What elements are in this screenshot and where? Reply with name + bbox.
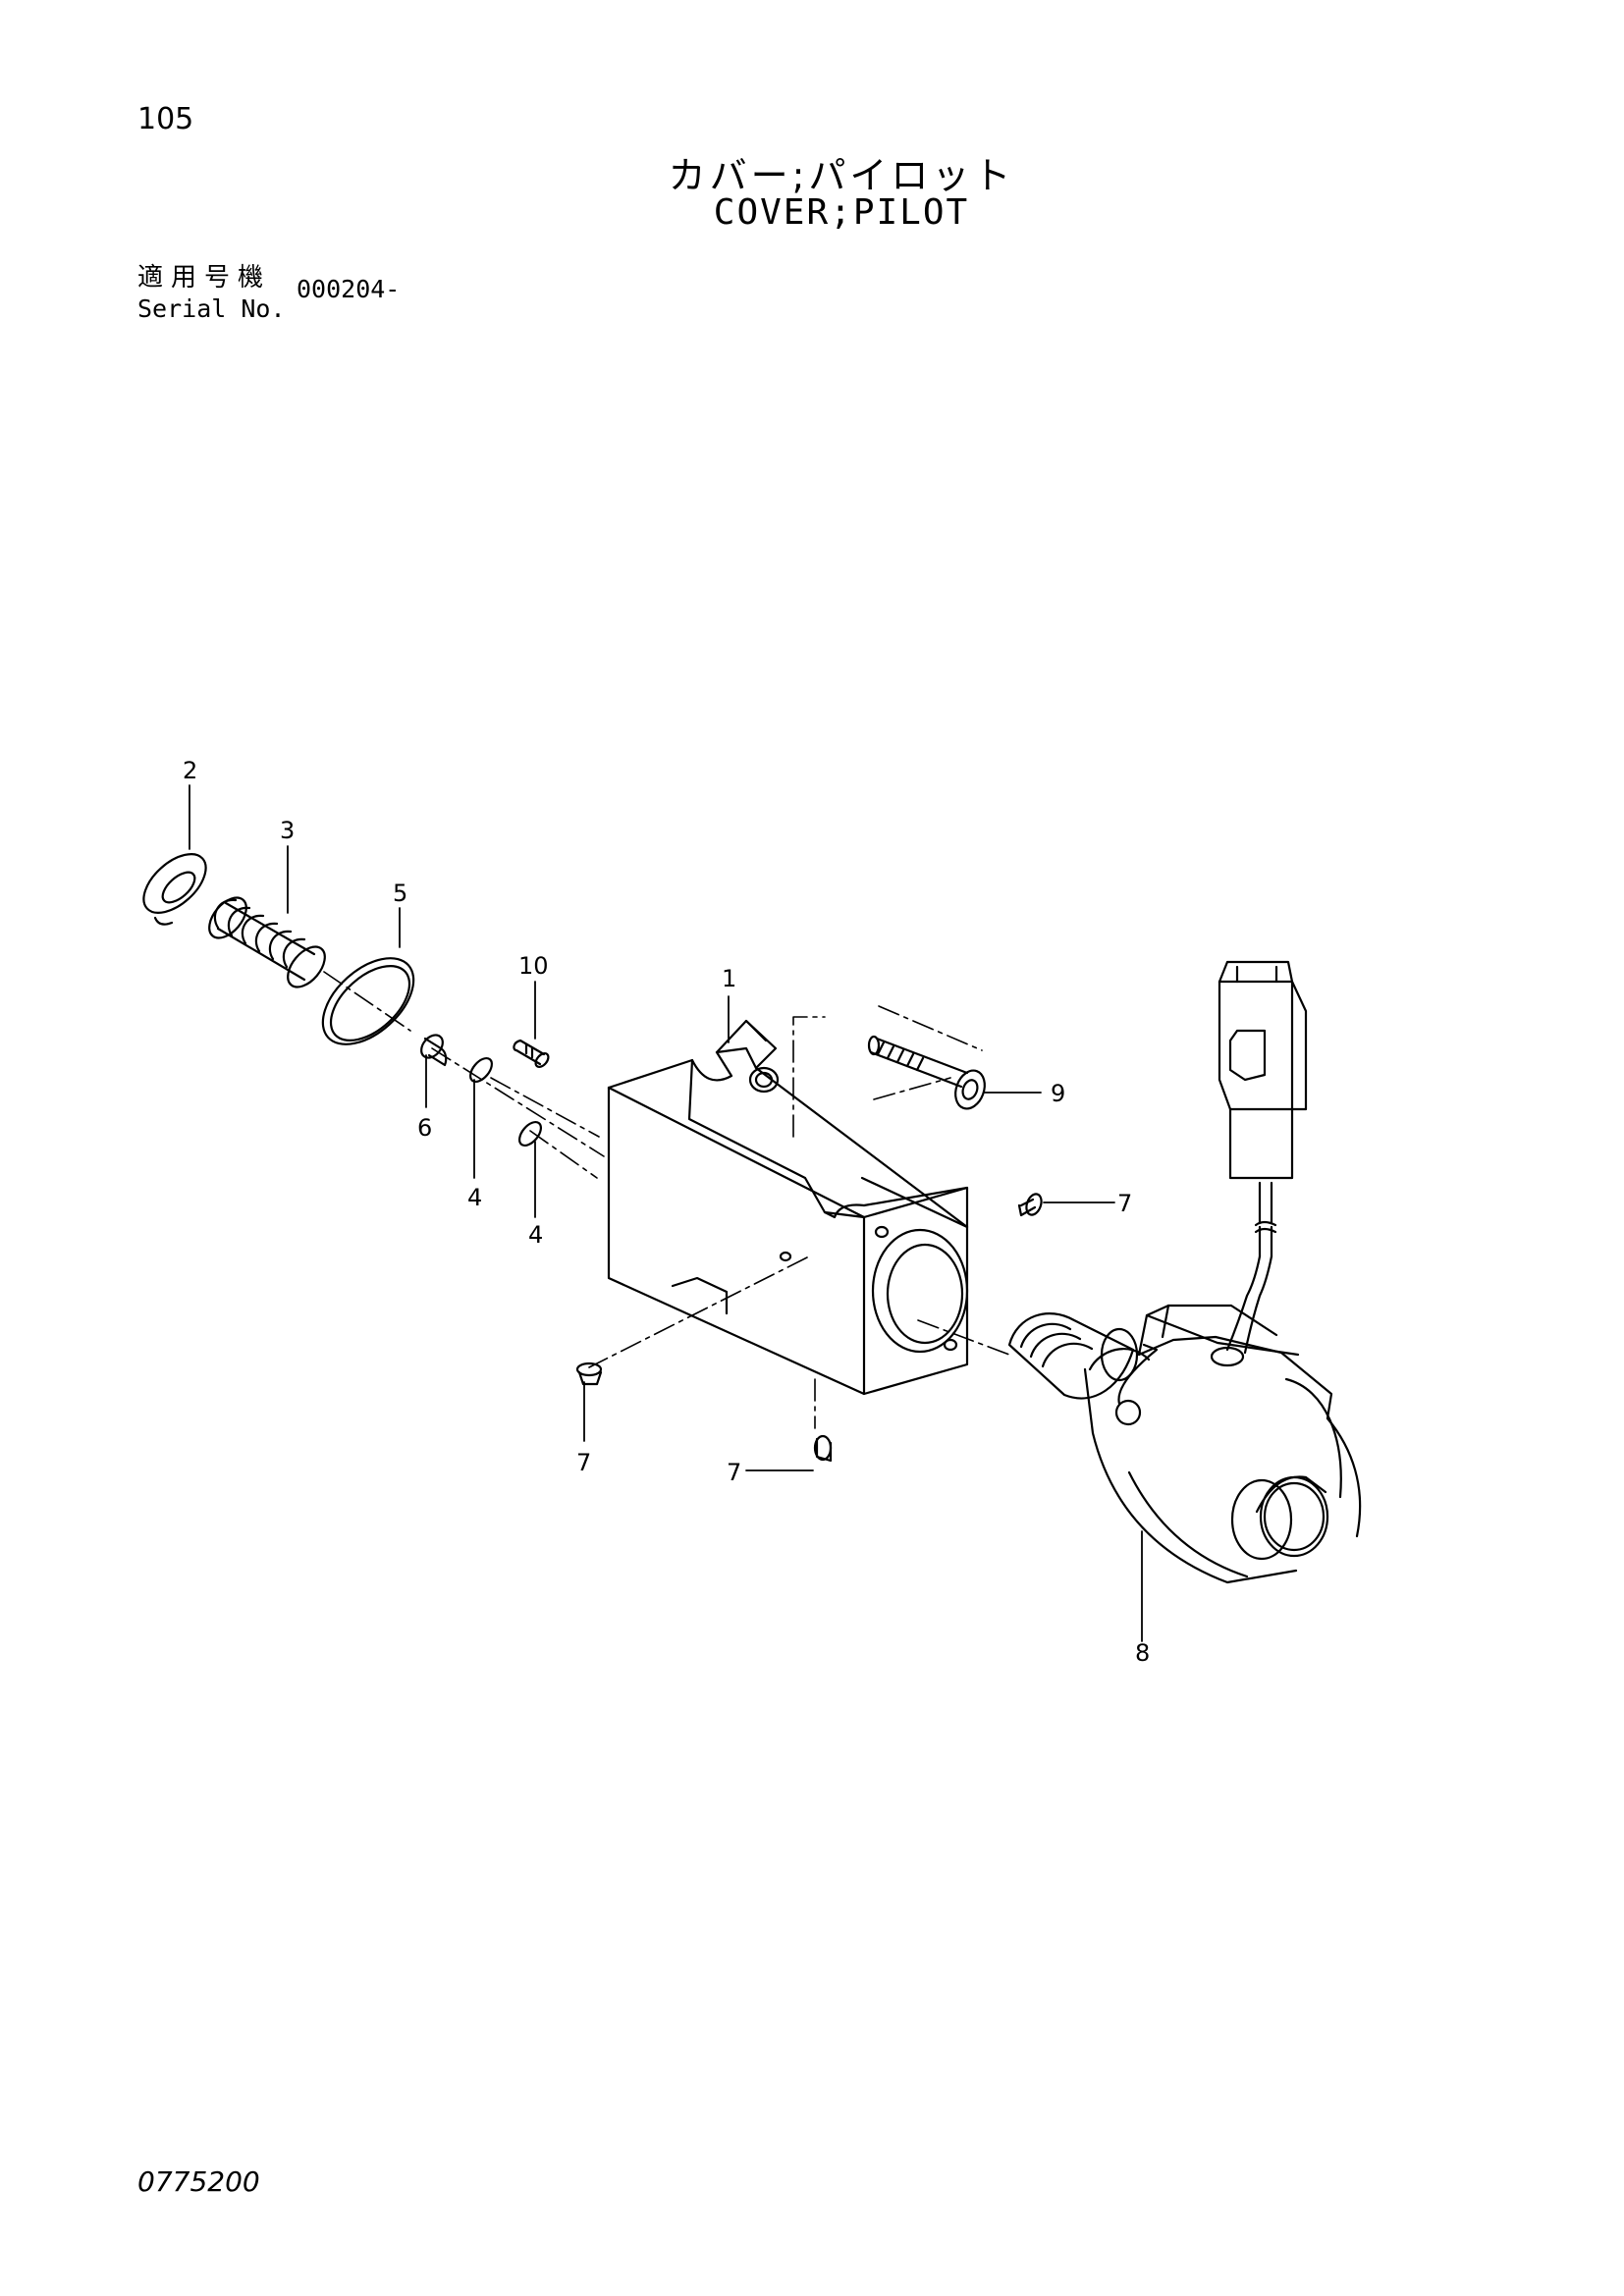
part-8-solenoid [1007, 960, 1362, 1584]
callout-7-bottom: 7 [727, 1459, 741, 1486]
callout-8: 8 [1135, 1639, 1150, 1667]
callouts: 2 3 5 10 1 9 6 4 7 4 7 7 8 [183, 757, 1150, 1667]
callout-5: 5 [393, 880, 407, 907]
callout-2: 2 [183, 757, 197, 784]
part-2-washer [142, 853, 207, 926]
part-6-plug [420, 1034, 448, 1067]
document-number: 0775200 [137, 2165, 260, 2198]
callout-6: 6 [417, 1114, 432, 1142]
part-10-pin [513, 1039, 550, 1069]
part-7-screw-bottom [813, 1434, 833, 1463]
callout-7-left: 7 [576, 1449, 591, 1476]
axis-lines [323, 971, 1010, 1429]
callout-7-right: 7 [1117, 1190, 1132, 1217]
part-7-screw-right [1017, 1193, 1043, 1217]
part-4-o-ring-b [518, 1121, 542, 1147]
callout-10: 10 [518, 952, 549, 980]
part-5-o-ring [321, 957, 415, 1045]
title-english: COVER;PILOT [713, 192, 970, 233]
title-japanese: カバー;パイロット [668, 154, 1015, 197]
serial-label-english: Serial No. [137, 294, 286, 323]
page-number: 105 [137, 102, 194, 136]
serial-value: 000204- [297, 275, 401, 303]
callout-3: 3 [280, 817, 295, 844]
part-9-bolt [867, 1035, 986, 1110]
serial-label-japanese: 適用号機 [137, 263, 272, 293]
callout-4-a: 4 [467, 1184, 482, 1211]
callout-1: 1 [722, 965, 736, 992]
part-7-screw-left [575, 1362, 603, 1386]
callout-9: 9 [1051, 1080, 1065, 1107]
callout-4-b: 4 [528, 1221, 543, 1249]
part-3-spring [208, 896, 326, 988]
leader-lines [189, 784, 1143, 1642]
part-4-o-ring-a [469, 1057, 493, 1083]
part-1-cover-body [607, 1019, 969, 1396]
